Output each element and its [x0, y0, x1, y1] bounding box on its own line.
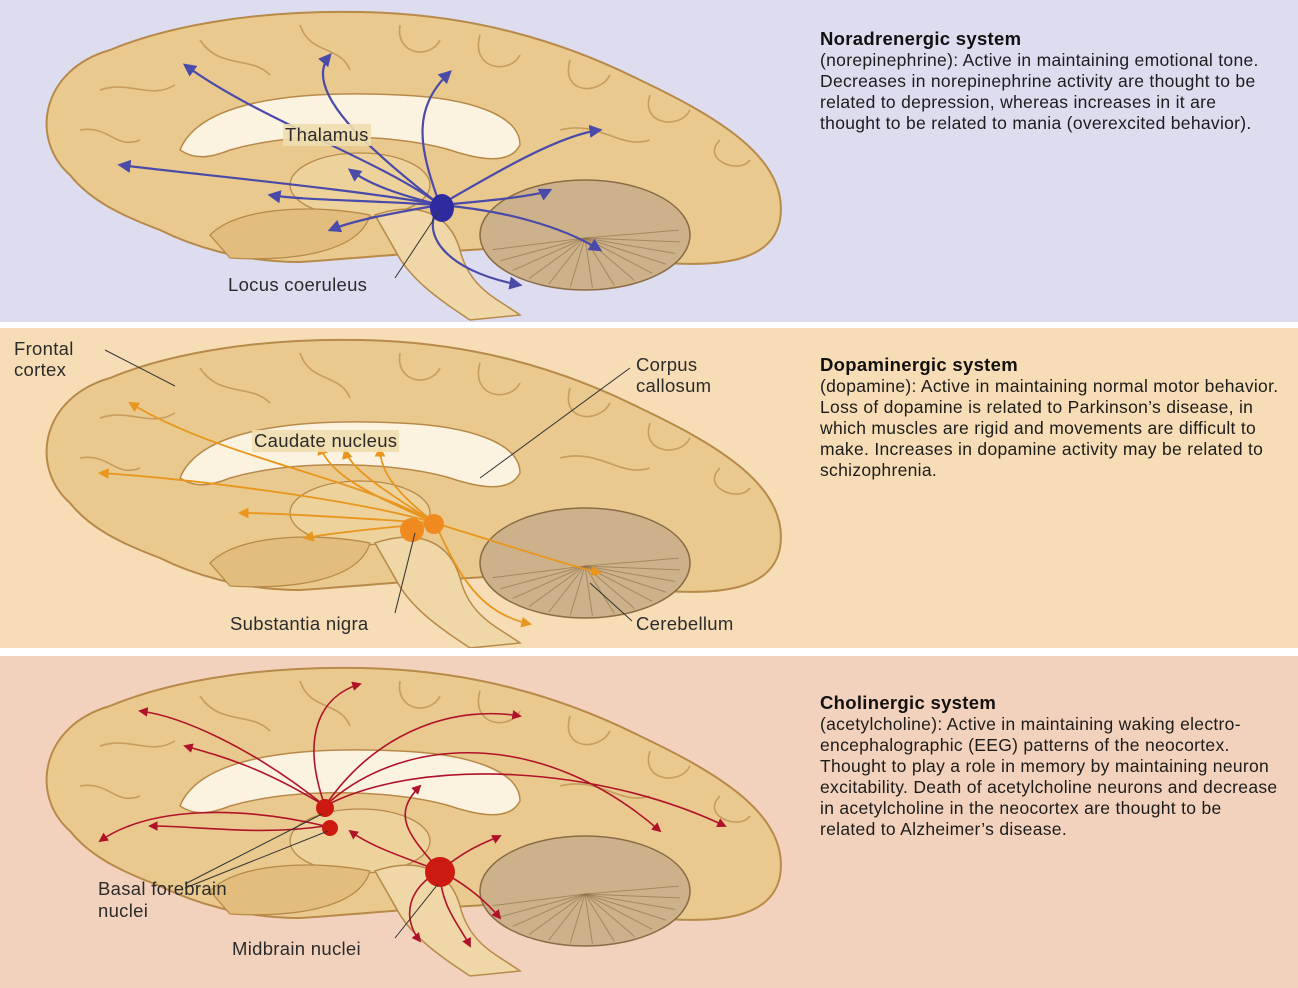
dopaminergic-panel: Frontal cortex Corpus callosum Caudate n… [0, 328, 1298, 648]
cholinergic-description: Cholinergic system (acetylcholine): Acti… [820, 692, 1280, 840]
label-basal-forebrain-nuclei: Basal forebrain nuclei [98, 878, 228, 922]
noradrenergic-description: Noradrenergic system (norepinephrine): A… [820, 28, 1280, 134]
dopaminergic-title: Dopaminergic system [820, 354, 1018, 375]
label-corpus-callosum: Corpus callosum [636, 354, 756, 396]
cholinergic-body: (acetylcholine): Active in maintaining w… [820, 714, 1277, 839]
brain-illustration-cholinergic [0, 656, 800, 988]
label-thalamus: Thalamus [283, 124, 371, 146]
cerebellum-shape [480, 508, 690, 618]
midbrain-nucleus [425, 857, 455, 887]
substantia-nigra-nucleus [400, 518, 424, 542]
noradrenergic-body: (norepinephrine): Active in maintaining … [820, 50, 1259, 133]
basal-forebrain-nucleus [322, 820, 338, 836]
label-frontal-cortex: Frontal cortex [14, 338, 114, 380]
cerebellum-shape [480, 180, 690, 290]
cholinergic-panel: Basal forebrain nuclei Midbrain nuclei C… [0, 656, 1298, 988]
noradrenergic-title: Noradrenergic system [820, 28, 1021, 49]
brain-illustration-noradrenergic [0, 0, 800, 322]
dopaminergic-description: Dopaminergic system (dopamine): Active i… [820, 354, 1280, 481]
dopaminergic-body: (dopamine): Active in maintaining normal… [820, 376, 1278, 480]
brain-group [47, 12, 781, 320]
ventral-tegmental-nucleus [424, 514, 444, 534]
noradrenergic-panel: Thalamus Locus coeruleus Noradrenergic s… [0, 0, 1298, 322]
basal-forebrain-nucleus [316, 799, 334, 817]
label-substantia-nigra: Substantia nigra [230, 613, 369, 635]
label-locus-coeruleus: Locus coeruleus [228, 274, 367, 296]
label-caudate-nucleus: Caudate nucleus [252, 430, 399, 452]
cerebellum-shape [480, 836, 690, 946]
thalamus-shape [290, 809, 430, 873]
brain-group [47, 668, 781, 976]
locus-coeruleus-nucleus [430, 194, 454, 222]
cholinergic-title: Cholinergic system [820, 692, 996, 713]
label-midbrain-nuclei: Midbrain nuclei [232, 938, 361, 960]
label-cerebellum: Cerebellum [636, 613, 734, 635]
